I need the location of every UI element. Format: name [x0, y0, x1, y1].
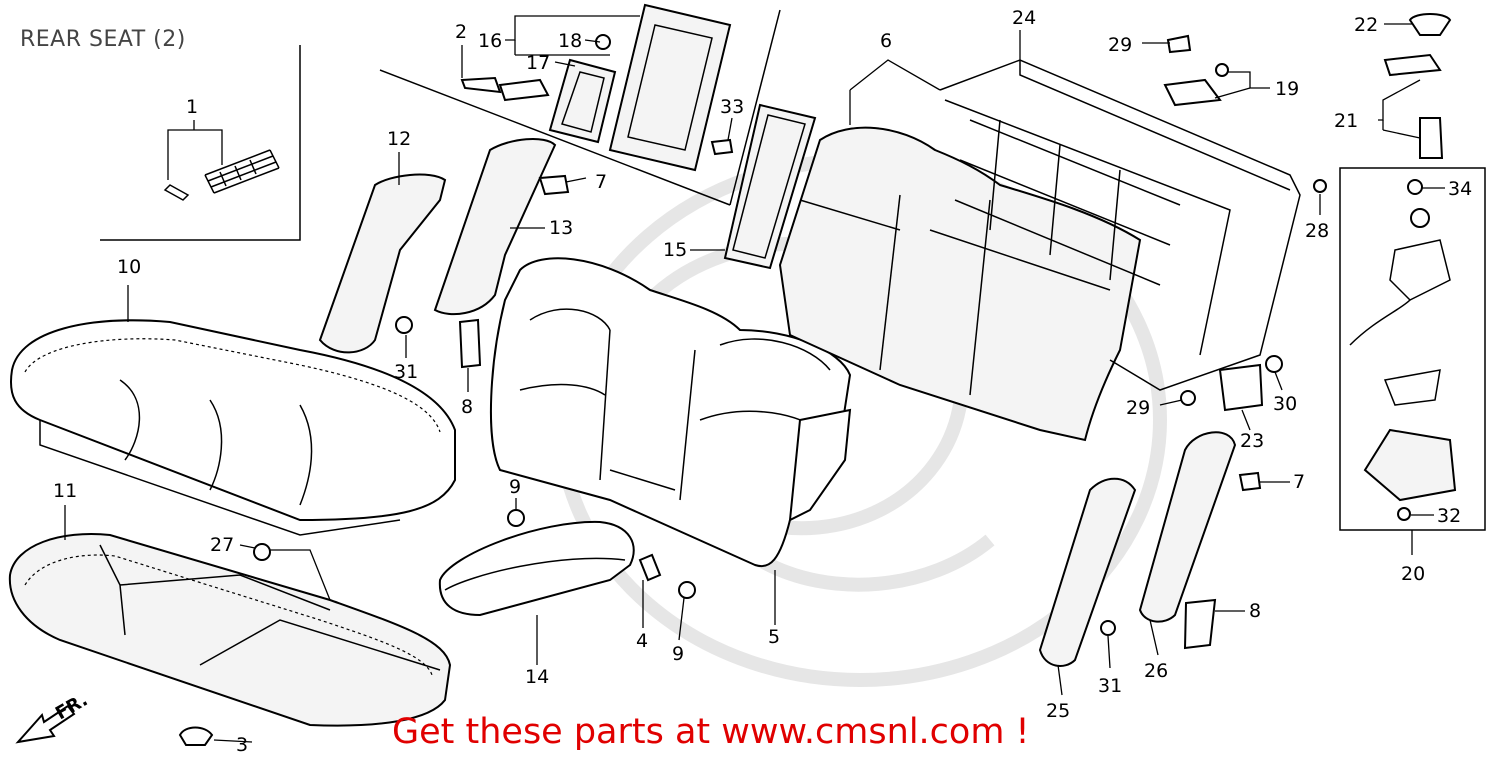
part-31b-bolt — [1100, 620, 1116, 636]
part-4-hook — [638, 553, 662, 582]
trunk-through-frame-part-16 — [608, 3, 732, 172]
callout-21: 21 — [1334, 110, 1358, 132]
part-9-bushing — [507, 509, 525, 527]
pad-part-15 — [723, 103, 817, 270]
small-hardware — [178, 13, 1452, 746]
callout-9-upper: 9 — [509, 476, 521, 498]
part-22-cap — [1408, 13, 1452, 36]
side-trim-part-26 — [1138, 431, 1237, 623]
part-19-latch — [1163, 78, 1222, 107]
armrest-part-14 — [438, 520, 635, 617]
callout-34: 34 — [1448, 178, 1472, 200]
callout-26: 26 — [1144, 660, 1168, 682]
callout-1: 1 — [186, 96, 198, 118]
clip-part-1 — [163, 149, 280, 201]
callout-15: 15 — [663, 239, 687, 261]
callout-12: 12 — [387, 128, 411, 150]
part-30-bolt — [1265, 355, 1283, 373]
callout-18: 18 — [558, 30, 582, 52]
part-32-screw — [1397, 507, 1411, 521]
part-2-key — [460, 76, 502, 94]
callout-7-left: 7 — [595, 171, 607, 193]
callout-28: 28 — [1305, 220, 1329, 242]
callout-31-right: 31 — [1098, 675, 1122, 697]
callout-33: 33 — [720, 96, 744, 118]
seat-back-cover-part-6 — [778, 126, 1142, 442]
callout-13: 13 — [549, 217, 573, 239]
part-29-bolt — [1166, 34, 1192, 54]
callout-17: 17 — [526, 52, 550, 74]
callout-31-left: 31 — [394, 361, 418, 383]
callout-32: 32 — [1437, 505, 1461, 527]
leader-lines — [64, 15, 1445, 743]
callout-9-lower: 9 — [672, 643, 684, 665]
part-23-hinge — [1218, 363, 1264, 412]
callout-24: 24 — [1012, 7, 1036, 29]
part-21-key — [1383, 53, 1442, 77]
separator-lines — [100, 9, 781, 241]
side-trim-part-25 — [1038, 477, 1137, 667]
callout-16: 16 — [478, 30, 502, 52]
callout-19: 19 — [1275, 78, 1299, 100]
lid-part-17 — [548, 58, 617, 144]
callout-27: 27 — [210, 534, 234, 556]
callout-20: 20 — [1401, 563, 1425, 585]
callout-4: 4 — [636, 630, 648, 652]
callout-14: 14 — [525, 666, 549, 688]
callout-25: 25 — [1046, 700, 1070, 722]
callout-8-right: 8 — [1249, 600, 1261, 622]
part-31-bolt — [395, 316, 413, 334]
callout-3: 3 — [236, 734, 248, 756]
part-8b-hook — [1183, 598, 1217, 650]
part-7-clip — [538, 174, 570, 196]
part-9b-bushing — [678, 581, 696, 599]
callout-5: 5 — [768, 626, 780, 648]
part-29b-bolt — [1180, 390, 1196, 406]
seat-frame-part-11 — [8, 533, 452, 727]
part-34-bolt — [1407, 179, 1423, 195]
callout-10: 10 — [117, 256, 141, 278]
trim-panel-part-13 — [433, 138, 557, 316]
part-28-bolt — [1313, 179, 1327, 193]
callout-30: 30 — [1273, 393, 1297, 415]
part-27-bolt — [253, 543, 271, 561]
callout-7-right: 7 — [1293, 471, 1305, 493]
diagram-title: REAR SEAT (2) — [20, 27, 186, 52]
part-33-screw — [710, 138, 734, 156]
seat-cushion-part-10 — [10, 319, 456, 536]
callout-29-lower: 29 — [1126, 397, 1150, 419]
callout-11: 11 — [53, 480, 77, 502]
callout-6: 6 — [880, 30, 892, 52]
callout-22: 22 — [1354, 14, 1378, 36]
part-7b-clip — [1238, 471, 1262, 492]
front-arrow-icon — [15, 704, 76, 744]
callout-2: 2 — [455, 21, 467, 43]
callout-29-upper: 29 — [1108, 34, 1132, 56]
callout-labels: 1 2 3 4 5 6 7 7 8 8 9 9 10 11 12 13 14 1… — [53, 7, 1472, 756]
callout-23: 23 — [1240, 430, 1264, 452]
trim-panel-part-12 — [318, 173, 447, 354]
promo-link-text[interactable]: Get these parts at www.cmsnl.com ! — [392, 712, 1030, 752]
callout-8-left: 8 — [461, 396, 473, 418]
part-3-cap — [178, 726, 214, 746]
part-8-hook — [458, 318, 482, 369]
